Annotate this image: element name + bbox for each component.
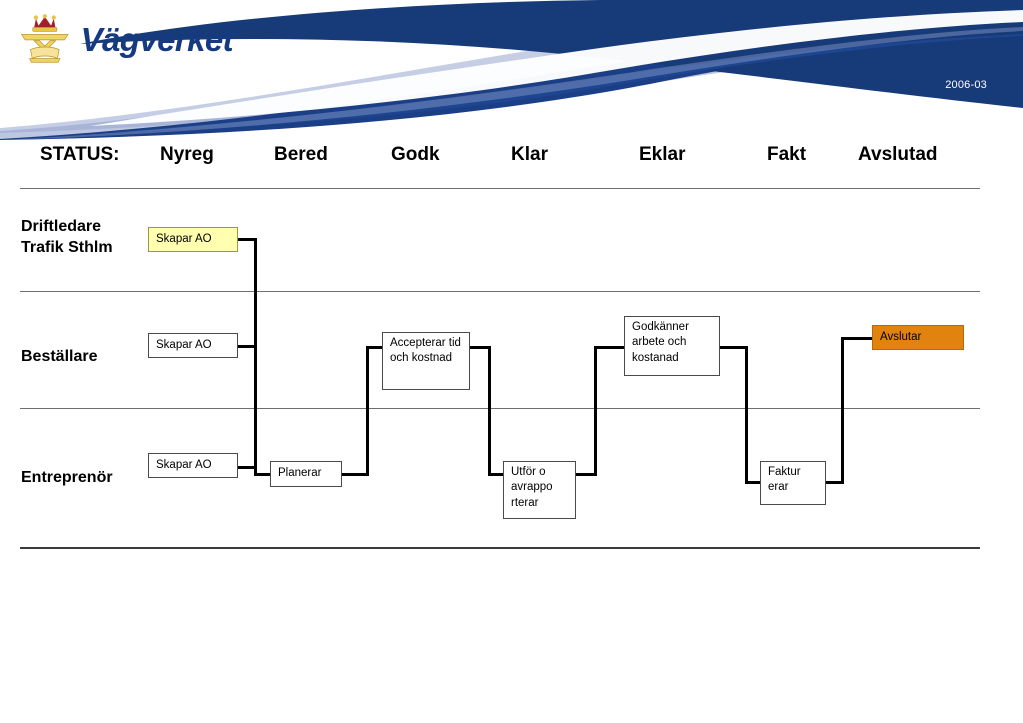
box-entreprenor-planerar[interactable]: Planerar <box>270 461 342 487</box>
box-bestallare-skapar-ao[interactable]: Skapar AO <box>148 333 238 358</box>
divider-bottom <box>20 547 980 549</box>
conn-riser-to-avslutar <box>841 337 875 340</box>
divider-bestallare <box>20 408 980 409</box>
conn-godkanner-out <box>720 346 748 349</box>
status-label: STATUS: <box>40 144 120 165</box>
swedish-crown-emblem-icon <box>20 14 69 63</box>
header-wave-graphic <box>0 0 1023 140</box>
header-banner: Vägverket 2006-03 <box>0 0 1023 140</box>
status-column-fakt: Fakt <box>767 144 807 165</box>
status-column-nyreg: Nyreg <box>160 144 214 165</box>
box-bestallare-godkanner[interactable]: Godkänner arbete och kostanad <box>624 316 720 376</box>
box-entreprenor-utfor[interactable]: Utför o avrappo rterar <box>503 461 576 519</box>
conn-drop-to-faktur <box>745 481 763 484</box>
conn-driftledare-to-trunk <box>238 238 257 241</box>
conn-planerar-riser <box>366 346 369 476</box>
lane-label-bestallare: Beställare <box>21 348 98 365</box>
box-entreprenor-skapar-ao[interactable]: Skapar AO <box>148 453 238 478</box>
conn-accepterar-drop <box>488 346 491 476</box>
status-column-bered: Bered <box>274 144 328 165</box>
lane-label-entreprenor: Entreprenör <box>21 469 113 486</box>
status-column-godk: Godk <box>391 144 440 165</box>
conn-planerar-out <box>342 473 369 476</box>
conn-faktur-riser <box>841 337 844 484</box>
box-bestallare-accepterar[interactable]: Accepterar tid och kostnad <box>382 332 470 390</box>
lane-label-driftledare: Driftledare Trafik Sthlm <box>21 218 113 257</box>
conn-utfor-riser <box>594 346 597 476</box>
conn-accepterar-out <box>470 346 491 349</box>
divider-under-status <box>20 188 980 189</box>
conn-trunk-to-planerar <box>254 473 271 476</box>
conn-faktur-out <box>826 481 844 484</box>
conn-godkanner-drop <box>745 346 748 481</box>
status-column-klar: Klar <box>511 144 548 165</box>
box-entreprenor-fakturerar[interactable]: Faktur erar <box>760 461 826 505</box>
brand-wordmark: Vägverket <box>80 20 234 58</box>
status-column-eklar: Eklar <box>639 144 686 165</box>
conn-bestallare-skapar-trunk <box>238 345 257 348</box>
conn-trunk-vertical <box>254 238 257 476</box>
conn-riser-to-godkanner <box>594 346 627 349</box>
box-bestallare-avslutar[interactable]: Avslutar <box>872 325 964 350</box>
conn-riser-to-accepterar <box>366 346 383 349</box>
header-date: 2006-03 <box>945 79 987 91</box>
status-column-avslutad: Avslutad <box>858 144 938 165</box>
conn-drop-to-utfor <box>488 473 504 476</box>
box-driftledare-skapar-ao[interactable]: Skapar AO <box>148 227 238 252</box>
brand-logo: Vägverket <box>18 10 234 68</box>
divider-driftledare <box>20 291 980 292</box>
status-header-row: STATUS: Nyreg Bered Godk Klar Eklar Fakt Avslu… <box>0 144 1023 178</box>
conn-entreprenor-skapar-trunk <box>238 466 257 469</box>
conn-utfor-out <box>576 473 597 476</box>
